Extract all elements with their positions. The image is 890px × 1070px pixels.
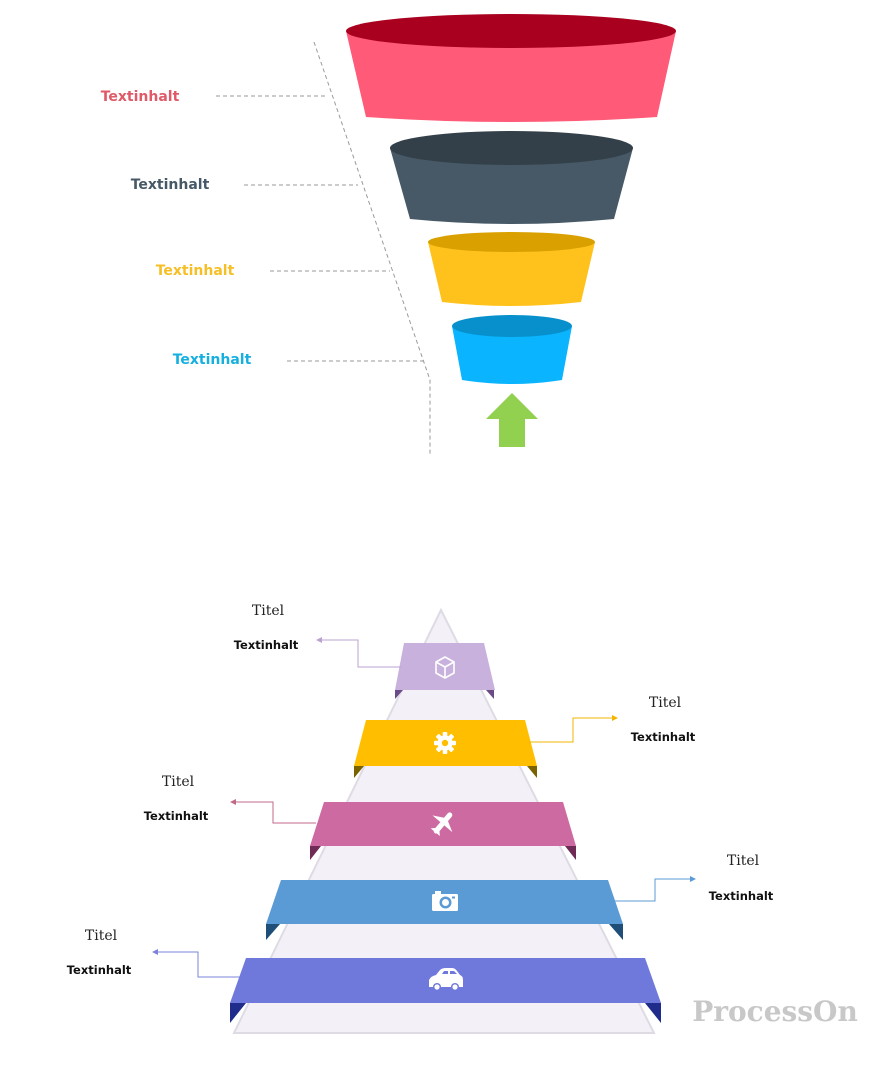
pyramid-level-3-connector (236, 801, 316, 824)
funnel-stage-3-body (428, 242, 595, 306)
camera-icon (432, 891, 458, 911)
pyramid-level-4-arrowhead (690, 876, 696, 882)
pyramid-level-3-arrowhead (230, 799, 236, 805)
pyramid-level-2-arrowhead (612, 715, 618, 721)
pyramid-level-4[interactable]: Titel Textinhalt (266, 853, 774, 940)
pyramid-level-3-title: Titel (162, 774, 195, 790)
funnel-stage-4-label: Textinhalt (173, 352, 252, 368)
funnel-stage-1-body (346, 31, 676, 122)
funnel-stage-1[interactable]: Textinhalt (101, 14, 676, 122)
pyramid-level-2-title: Titel (649, 695, 682, 711)
funnel-stage-2-body (390, 148, 633, 224)
pyramid-level-3-fold-left (310, 846, 321, 860)
pyramid-level-5-title: Titel (85, 928, 118, 944)
funnel-stage-2-label: Textinhalt (131, 177, 210, 193)
cube-icon (435, 656, 455, 679)
up-arrow-icon (486, 393, 538, 447)
pyramid-level-4-fold-right (609, 924, 623, 940)
pyramid-level-4-text: Textinhalt (709, 889, 774, 903)
pyramid-level-1-arrowhead (316, 637, 322, 643)
funnel-diagram: Textinhalt Textinhalt Textinhalt Textinh… (101, 14, 676, 455)
pyramid-level-5-arrowhead (152, 949, 158, 955)
funnel-stage-1-label: Textinhalt (101, 89, 180, 105)
pyramid-level-2-text: Textinhalt (631, 730, 696, 744)
funnel-guide-line (313, 41, 431, 455)
pyramid-level-5[interactable]: Titel Textinhalt (67, 928, 661, 1023)
pyramid-level-3-text: Textinhalt (144, 809, 209, 823)
pyramid-level-1-text: Textinhalt (234, 638, 299, 652)
pyramid-level-1-fold-left (395, 690, 403, 699)
pyramid-level-5-connector (158, 951, 240, 978)
funnel-stage-2-top (390, 131, 633, 165)
funnel-stage-2[interactable]: Textinhalt (131, 131, 633, 224)
pyramid-diagram: Titel Textinhalt Titel Textinhalt (67, 603, 774, 1034)
pyramid-level-2-connector (530, 717, 612, 743)
pyramid-level-2-fold-left (354, 766, 364, 778)
pyramid-level-5-fold-left (230, 1003, 246, 1023)
pyramid-level-1-title: Titel (252, 603, 285, 619)
funnel-stage-3-top (428, 232, 595, 252)
pyramid-level-5-fold-right (645, 1003, 661, 1023)
funnel-stage-3-label: Textinhalt (156, 263, 235, 279)
pyramid-level-3[interactable]: Titel Textinhalt (144, 774, 576, 860)
funnel-stage-3[interactable]: Textinhalt (156, 232, 595, 306)
pyramid-level-3-fold-right (565, 846, 576, 860)
funnel-stage-4-body (452, 326, 572, 384)
pyramid-level-1[interactable]: Titel Textinhalt (234, 603, 495, 699)
pyramid-level-4-fold-left (266, 924, 280, 940)
gear-icon (434, 732, 456, 754)
processon-watermark: ProcessOn (692, 995, 858, 1028)
pyramid-level-1-fold-right (486, 690, 494, 699)
car-icon (429, 968, 463, 991)
funnel-stage-1-top (346, 14, 676, 48)
pyramid-level-2[interactable]: Titel Textinhalt (354, 695, 696, 778)
pyramid-level-1-connector (322, 639, 401, 668)
pyramid-level-4-title: Titel (727, 853, 760, 869)
pyramid-level-2-fold-right (527, 766, 537, 778)
funnel-stage-4[interactable]: Textinhalt (173, 315, 572, 384)
pyramid-level-5-text: Textinhalt (67, 963, 132, 977)
funnel-stage-4-top (452, 315, 572, 337)
pyramid-level-4-connector (612, 878, 690, 902)
